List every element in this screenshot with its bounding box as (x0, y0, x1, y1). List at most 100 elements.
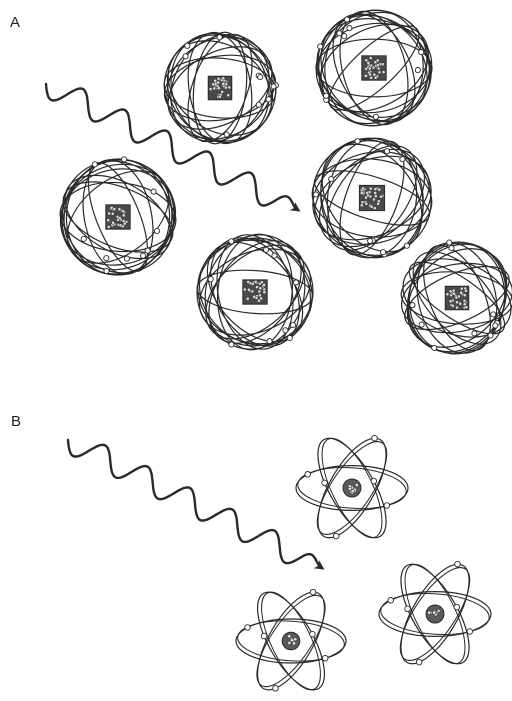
nucleon (255, 285, 259, 289)
nucleon (247, 287, 251, 292)
panel-b (66, 434, 492, 692)
nucleon (259, 296, 263, 301)
nucleon (368, 186, 373, 191)
nucleon (217, 86, 221, 91)
nucleon (258, 286, 263, 291)
nucleon (376, 199, 381, 204)
orbit (170, 32, 270, 144)
orbit (317, 437, 387, 539)
nucleon (359, 191, 364, 195)
nucleon (376, 63, 380, 67)
orbit (256, 591, 326, 691)
nucleon (373, 75, 378, 80)
electron (336, 30, 343, 37)
orbit (216, 234, 294, 350)
orbit (235, 618, 347, 664)
orbit (210, 237, 300, 347)
light-atom-2 (235, 588, 347, 692)
nucleon (224, 85, 228, 90)
electron (91, 161, 98, 168)
orbit (316, 441, 388, 535)
electron (103, 255, 110, 262)
orbit (205, 244, 305, 340)
nucleon (226, 93, 231, 98)
nucleon (432, 610, 437, 615)
electron (453, 603, 461, 611)
electron (153, 227, 161, 235)
electron (367, 237, 374, 244)
electron (255, 101, 262, 108)
electron (346, 25, 353, 32)
electron (418, 321, 425, 328)
nucleon (459, 286, 464, 291)
nucleon (380, 62, 385, 67)
nucleon (372, 206, 377, 211)
nucleon (364, 201, 369, 206)
electron (448, 245, 455, 252)
electron (244, 624, 251, 631)
nucleon (364, 58, 369, 63)
nucleon (427, 610, 432, 615)
electron (257, 74, 264, 81)
nucleon (445, 292, 450, 297)
nucleon (254, 296, 259, 300)
nucleon (260, 280, 264, 285)
nucleon (350, 489, 355, 494)
nucleon (121, 213, 126, 218)
electron (328, 175, 335, 183)
orbit (378, 590, 492, 637)
nucleus (242, 279, 268, 305)
nucleon (376, 66, 381, 71)
electron (312, 191, 319, 198)
nucleon (347, 486, 352, 491)
heavy-atom-5 (196, 233, 314, 351)
nucleon (262, 283, 266, 287)
orbit (315, 22, 433, 114)
orbit (166, 36, 274, 140)
electron (343, 16, 351, 23)
orbit (339, 140, 405, 256)
nucleon (109, 205, 114, 210)
nucleon (262, 290, 267, 295)
nucleon (292, 641, 296, 646)
nucleus (444, 285, 470, 311)
orbit (326, 145, 418, 251)
electron (404, 605, 411, 613)
nucleon (118, 223, 123, 228)
nucleon (450, 304, 455, 308)
electron (266, 338, 273, 345)
nucleon (464, 288, 468, 293)
nucleon (257, 289, 262, 294)
orbit (328, 25, 420, 111)
nucleon (458, 301, 462, 306)
light-atom-1 (295, 434, 409, 540)
orbit (339, 10, 409, 126)
nucleon (451, 288, 456, 293)
orbit (59, 181, 177, 253)
electron (270, 83, 277, 90)
nucleon (360, 200, 365, 205)
electron (454, 560, 461, 568)
electron (372, 113, 379, 120)
nucleon (258, 293, 262, 298)
orbit (332, 13, 416, 123)
heavy-atom-2 (315, 9, 433, 127)
light-atom-3 (378, 560, 492, 666)
orbit (380, 592, 490, 636)
heavy-atom-1 (163, 31, 279, 145)
electron (492, 322, 499, 329)
orbit (416, 242, 498, 354)
nucleon (243, 287, 247, 292)
electron (431, 344, 438, 351)
electron (341, 33, 348, 40)
orbit (256, 594, 326, 688)
electron (403, 242, 410, 249)
nucleon (361, 186, 365, 191)
nucleon (111, 220, 115, 225)
nucleon (208, 87, 213, 91)
heavy-atom-6 (400, 239, 512, 355)
electron (399, 156, 406, 163)
nucleon (373, 60, 378, 65)
nucleon (464, 305, 469, 309)
nucleon (368, 56, 373, 60)
